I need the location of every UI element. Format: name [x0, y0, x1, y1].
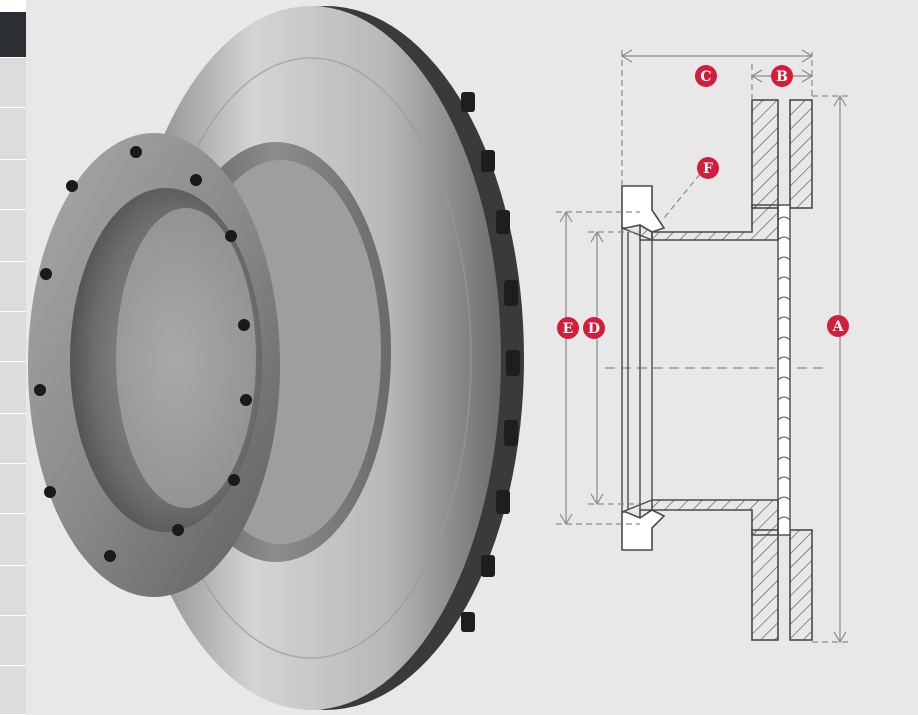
- marker-c: C: [695, 65, 717, 87]
- thumbnail-tab-12[interactable]: [0, 566, 26, 616]
- marker-f-label: F: [703, 161, 713, 177]
- brake-disc-photo: [28, 6, 524, 710]
- bore-lines: [621, 227, 653, 513]
- cross-section-diagram: A B C D E F: [556, 48, 849, 644]
- marker-e: E: [557, 317, 579, 339]
- hat-wall: [639, 204, 779, 536]
- vent-channel-segments: [777, 216, 791, 521]
- marker-d: D: [583, 317, 605, 339]
- marker-b-label: B: [776, 69, 788, 85]
- marker-c-label: C: [700, 69, 711, 85]
- dimension-d: [588, 230, 640, 506]
- thumbnail-tab-6[interactable]: [0, 262, 26, 312]
- thumbnail-tab-5[interactable]: [0, 210, 26, 262]
- vent-slots: [461, 92, 520, 632]
- thumbnail-tab-10[interactable]: [0, 464, 26, 514]
- bolt-holes: [34, 146, 252, 562]
- side-thumbnail-strip: [0, 0, 26, 715]
- thumbnail-tab-9[interactable]: [0, 414, 26, 464]
- thumbnail-tab-13[interactable]: [0, 616, 26, 666]
- thumbnail-tab-7[interactable]: [0, 312, 26, 362]
- vent-channel: [777, 204, 791, 536]
- dimension-a: [812, 94, 848, 644]
- marker-f: F: [697, 157, 719, 179]
- dimension-f-leader: [663, 173, 701, 219]
- marker-d-label: D: [588, 321, 600, 337]
- thumbnail-tab-3[interactable]: [0, 108, 26, 160]
- marker-a-label: A: [832, 319, 845, 335]
- marker-b: B: [771, 65, 793, 87]
- thumbnail-tab-1[interactable]: [0, 12, 26, 58]
- thumbnail-tab-14[interactable]: [0, 666, 26, 715]
- thumbnail-tab-4[interactable]: [0, 160, 26, 210]
- thumbnail-tab-11[interactable]: [0, 514, 26, 566]
- dimension-c: [620, 48, 814, 186]
- friction-ring: [751, 99, 813, 641]
- thumbnail-tab-8[interactable]: [0, 362, 26, 414]
- thumbnail-tab-2[interactable]: [0, 58, 26, 108]
- mounting-flange-section: [621, 185, 666, 551]
- marker-e-label: E: [563, 321, 574, 337]
- dimension-e: [556, 210, 640, 526]
- marker-a: A: [827, 315, 849, 337]
